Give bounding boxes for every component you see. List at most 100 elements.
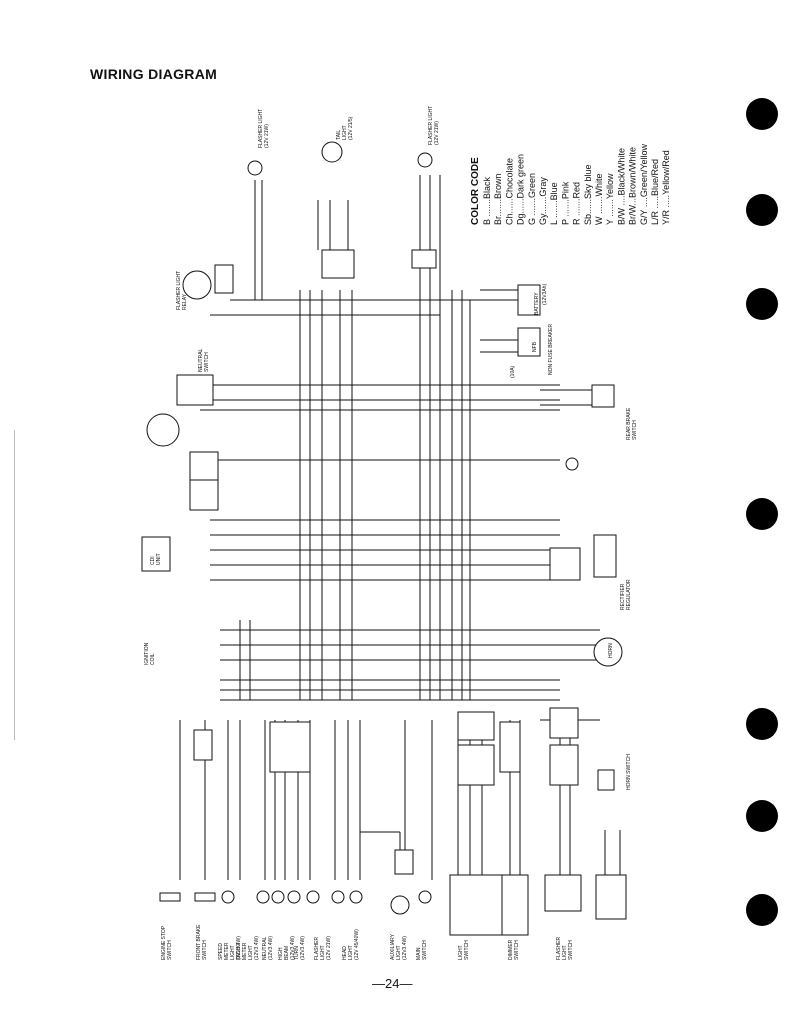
label-battery: BATTERY: [534, 292, 540, 315]
label-nfb-rating: (10A): [510, 365, 516, 378]
label-non-fuse: NON FUSE BREAKER: [548, 323, 554, 375]
bottom-component-label: FRONT BRAKESWITCH: [196, 924, 208, 960]
bottom-component-label: HIGHBEAM(12V3.4W): [278, 936, 296, 960]
rectifier-connector: [549, 547, 581, 581]
flasher-right-front-bulb: [349, 890, 363, 904]
color-code-entry: Gy.......Gray: [538, 177, 548, 225]
bottom-component-label: MAINSWITCH: [416, 940, 428, 960]
bottom-component-label: ENGINE STOPSWITCH: [161, 925, 173, 960]
color-code-entry: W .......White: [594, 173, 604, 225]
tacho-meter-bulb: [256, 890, 270, 904]
brake-connector: [193, 729, 213, 761]
label-cdi-unit: CDIUNIT: [150, 553, 162, 565]
head-light-bulb: [390, 895, 410, 915]
speed-meter-bulb: [221, 890, 235, 904]
color-code-entry: L .......Blue: [549, 182, 559, 225]
light-switch-table: [501, 874, 529, 936]
label-rear-brake: REAR BRAKESWITCH: [626, 407, 638, 440]
top-labels: FLASHER LIGHT(12V 21W) TAILLIGHT(12V 21/…: [176, 106, 440, 372]
binder-hole: [746, 194, 778, 226]
label-horn: HORN: [608, 643, 614, 658]
color-code-entry: G .......Green: [527, 173, 537, 225]
color-code-entry: P .......Pink: [560, 181, 570, 225]
color-code-entry: Ch......Chocolate: [504, 158, 514, 225]
color-code-entry: L/R .....Blue/Red: [650, 159, 660, 225]
relay-connector: [214, 264, 234, 294]
flasher-left-front-bulb: [331, 890, 345, 904]
flasher-relay-body: [182, 270, 212, 300]
page-title: WIRING DIAGRAM: [90, 66, 218, 82]
bottom-component-label: FLASHERLIGHT(12V 21W): [314, 936, 332, 960]
meter-connector: [269, 721, 311, 773]
horn-switch-body: [597, 769, 615, 791]
binder-hole: [746, 894, 778, 926]
color-code-entry: Br/W...Brown/White: [628, 147, 638, 225]
rectifier-body: [593, 534, 617, 578]
label-battery-rating: (12V3Ah): [542, 284, 548, 305]
cdi-unit-body: [141, 536, 171, 572]
right-labels: BATTERY (12V3Ah) NFB NON FUSE BREAKER (1…: [510, 284, 638, 790]
neutral-bulb: [271, 890, 285, 904]
auxiliary-light-bulb: [418, 890, 432, 904]
binder-hole: [746, 498, 778, 530]
bottom-component-label: FLASHERLIGHTSWITCH: [556, 937, 574, 960]
label-tail-light: TAILLIGHT(12V 21/5): [336, 116, 354, 140]
label-horn-switch: HORN SWITCH: [626, 754, 632, 790]
rear-brake-switch-body: [591, 384, 615, 408]
bottom-component-label: DIMMERSWITCH: [508, 939, 520, 960]
left-labels: CDIUNIT IGNITIONCOIL: [144, 553, 162, 665]
label-flasher-relay: FLASHER LIGHTRELAY: [176, 271, 188, 310]
color-code-entry: Dg......Dark green: [516, 154, 526, 225]
bottom-component-label: LIGHTSWITCH: [458, 940, 470, 960]
label-flasher-left: FLASHER LIGHT(12V 21W): [258, 109, 270, 148]
stator-connector: [189, 451, 219, 481]
label-ignition-coil: IGNITIONCOIL: [144, 642, 156, 665]
bottom-component-label: TURN(12V3.4W): [294, 936, 306, 960]
bottom-component-label: NEUTRAL(12V3.4W): [262, 936, 274, 960]
dimmer-connector-top: [549, 707, 579, 739]
main-connector-bottom: [457, 744, 495, 786]
neutral-switch-connector: [176, 374, 214, 406]
flasher-right-connector: [411, 249, 437, 269]
label-neutral-switch: NEUTRALSWITCH: [198, 348, 210, 372]
color-code-entry: Br.......Brown: [493, 173, 503, 225]
ground-terminal: [565, 457, 579, 471]
color-code-heading: COLOR CODE: [470, 157, 481, 225]
tail-connector: [321, 249, 355, 279]
light-connector: [499, 721, 521, 773]
pickup-connector: [189, 479, 219, 511]
bottom-component-label: AUXILIARYLIGHT(12V3.4W): [390, 933, 408, 960]
bottom-component-label: HEADLIGHT(12V 45/40W): [342, 929, 360, 960]
main-connector-top: [457, 711, 495, 741]
label-nfb: NFB: [532, 341, 538, 352]
color-code-entry: R .......Red: [572, 182, 582, 225]
horn-body: [593, 637, 623, 667]
label-flasher-right: FLASHER LIGHT(12V 21W): [428, 106, 440, 145]
binder-hole: [746, 800, 778, 832]
main-switch-table: [449, 874, 503, 936]
nfb-body: [517, 327, 541, 357]
dimmer-switch-table: [544, 874, 582, 912]
engine-stop-switch-body: [159, 892, 181, 902]
aux-connector: [394, 849, 414, 875]
battery-body: [517, 284, 541, 316]
binder-hole: [746, 708, 778, 740]
tail-light-bulb: [321, 141, 343, 163]
stator-coil: [146, 413, 180, 447]
high-beam-bulb: [287, 890, 301, 904]
front-brake-switch-body: [194, 892, 216, 902]
color-code-entry: Sb......Sky blue: [583, 164, 593, 225]
label-rectifier: RECTIFIERREGULATOR: [620, 579, 632, 610]
dimmer-connector-bottom: [549, 744, 579, 786]
flasher-light-right-bulb: [417, 152, 433, 168]
color-code-entry: G/Y ....Green/Yellow: [639, 143, 649, 225]
flasher-light-left-bulb: [247, 160, 263, 176]
color-code-entry: Y/R .....Yellow/Red: [661, 150, 671, 225]
wires: [179, 175, 621, 880]
page-number: —24—: [372, 976, 413, 991]
binder-hole: [746, 98, 778, 130]
flasher-switch-table: [595, 874, 627, 920]
bottom-component-label: TACHOMETERLIGHT(12V3.4W): [236, 936, 260, 960]
